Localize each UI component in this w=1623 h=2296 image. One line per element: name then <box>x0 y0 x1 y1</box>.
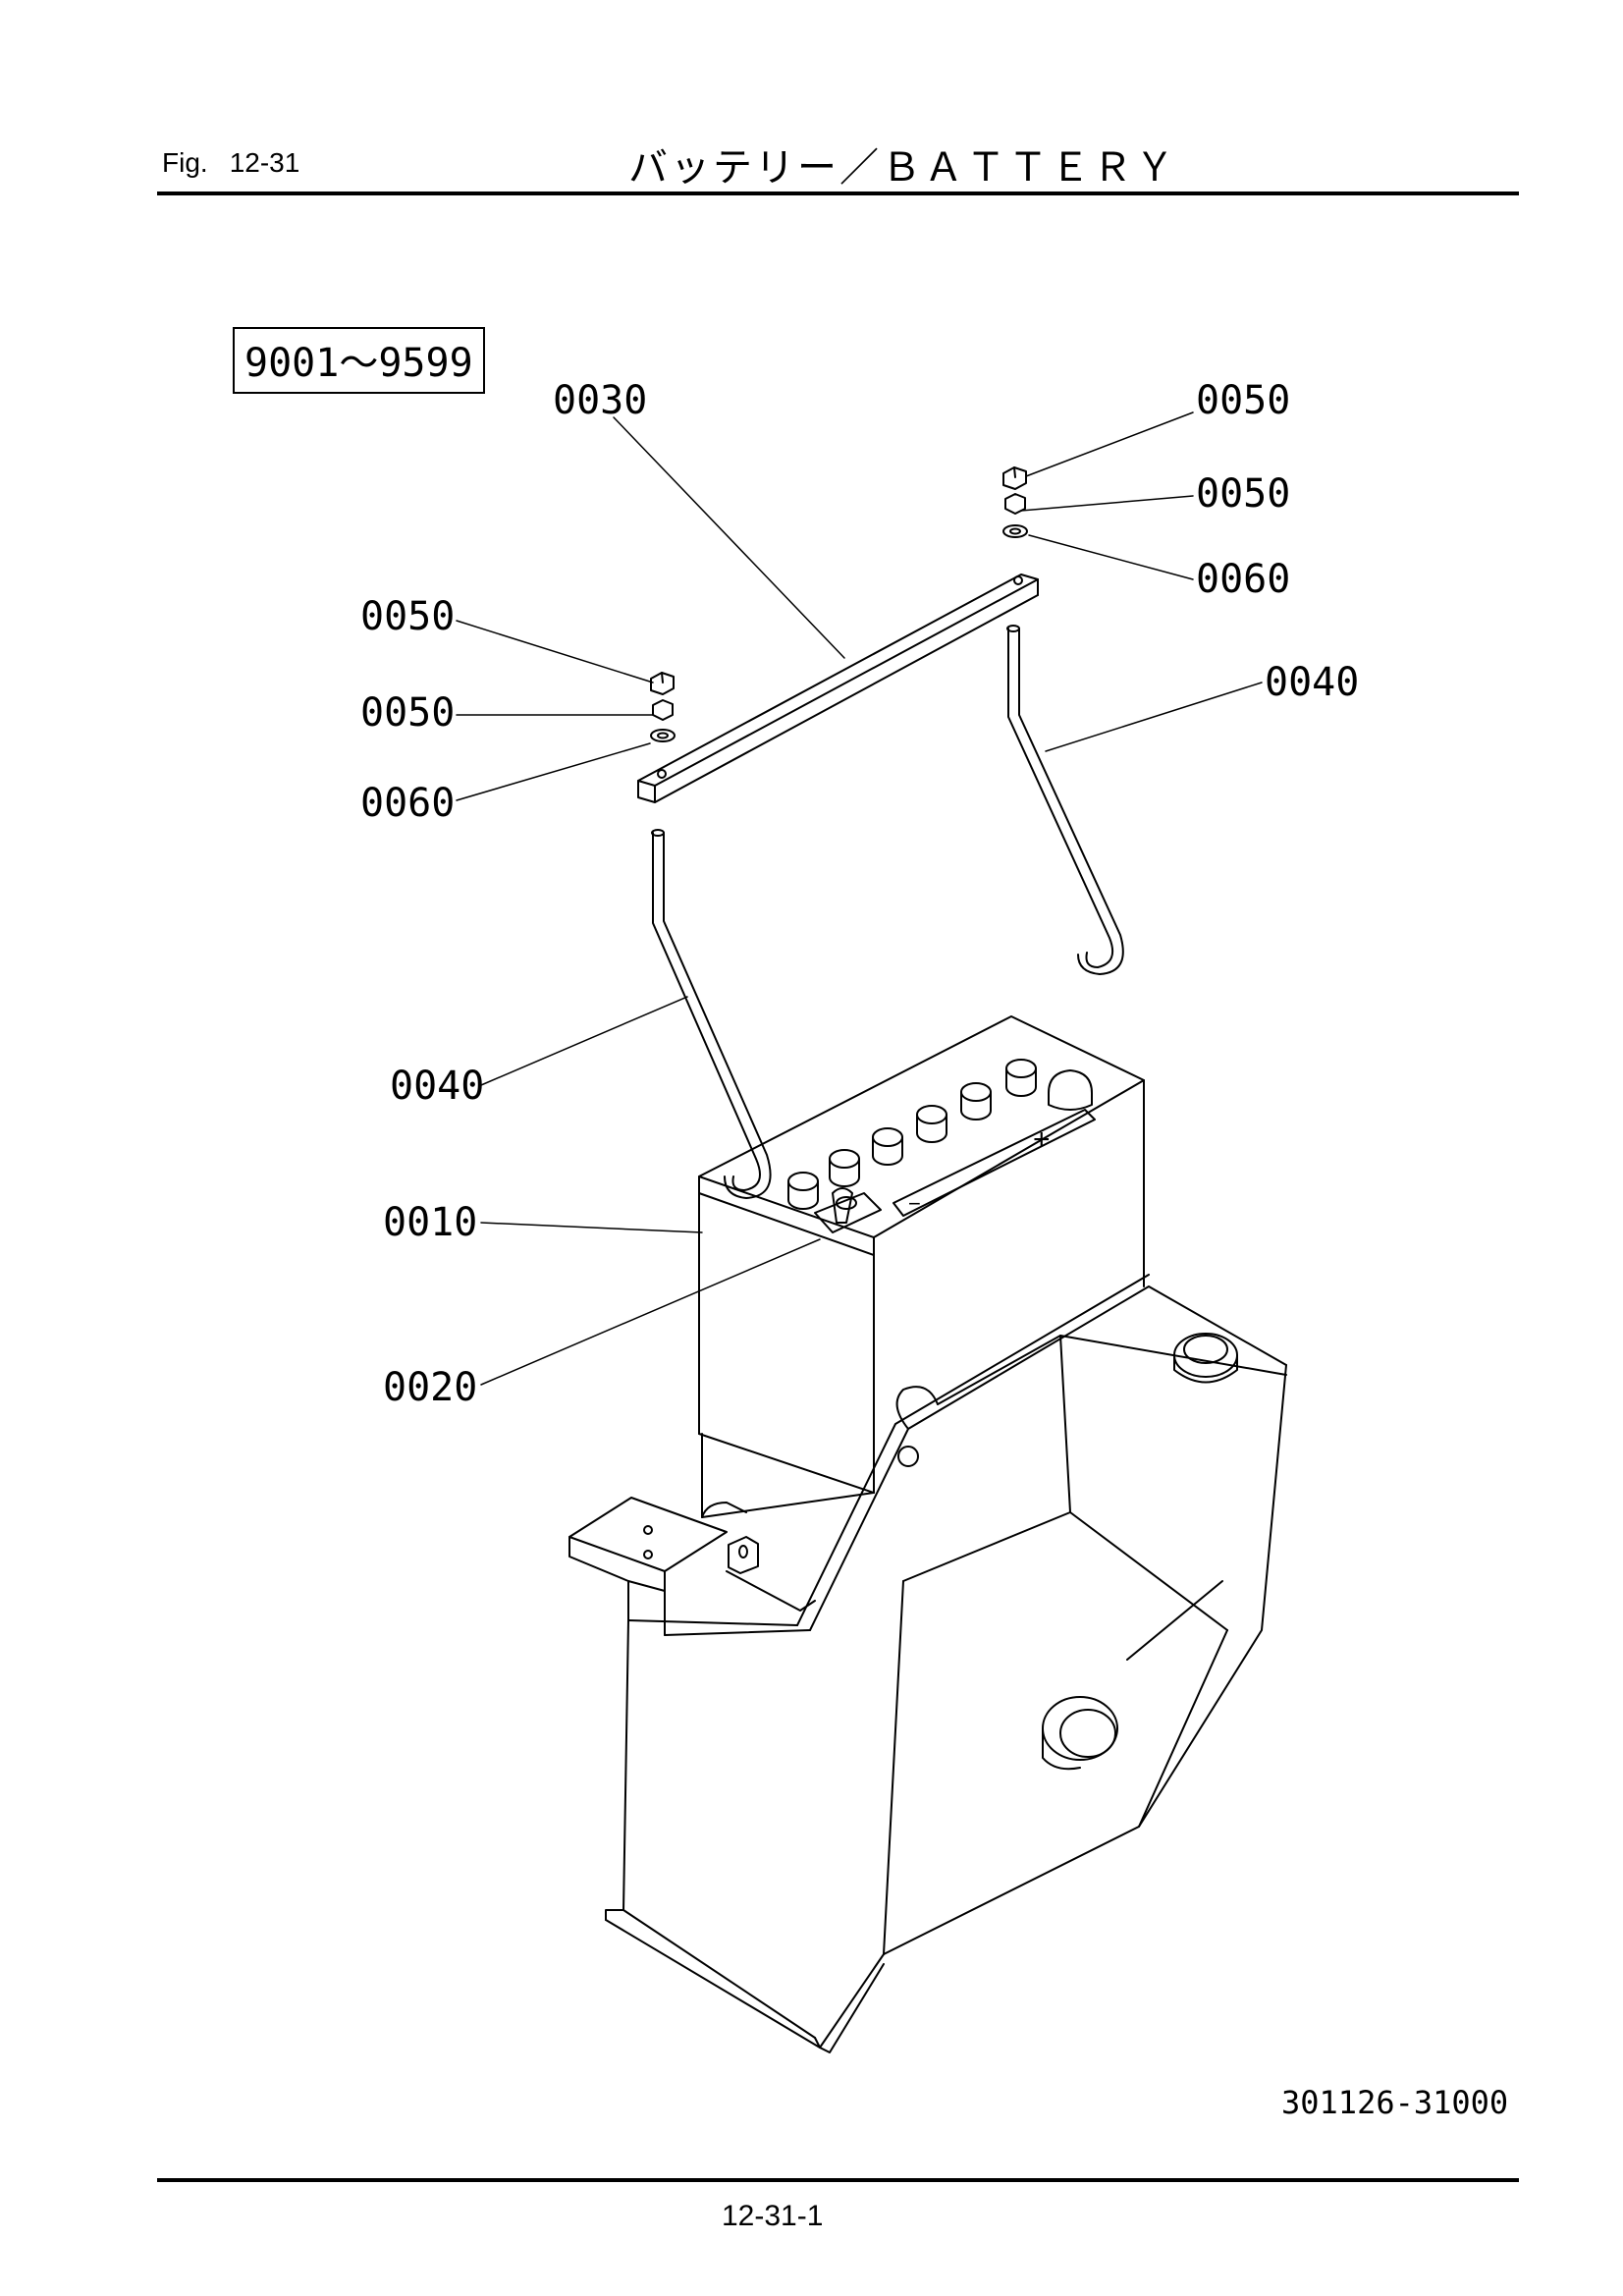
callout-0050-left-mid: 0050 <box>360 690 456 736</box>
callout-0050-left-top: 0050 <box>360 594 456 639</box>
callout-0010: 0010 <box>383 1200 478 1245</box>
j-bolt-right <box>1007 626 1123 974</box>
callout-0040-right: 0040 <box>1265 660 1360 705</box>
callout-0030: 0030 <box>553 378 648 423</box>
header-rule <box>157 191 1519 195</box>
fig-prefix: Fig. <box>162 147 208 178</box>
figure-label: Fig. 12-31 <box>162 147 299 179</box>
callout-0040-left: 0040 <box>390 1064 485 1109</box>
callout-0050-right-mid: 0050 <box>1196 471 1291 517</box>
housing-body <box>606 1275 1286 2052</box>
terminal-clamp <box>815 1188 881 1232</box>
battery-cell-caps <box>788 1060 1092 1209</box>
callout-0020: 0020 <box>383 1365 478 1410</box>
chassis-frame <box>569 1434 874 1635</box>
drawing-number: 301126-31000 <box>1281 2084 1509 2121</box>
serial-range-box: 9001～9599 <box>233 327 485 394</box>
right-nut-washer-stack <box>1003 467 1027 537</box>
footer-rule <box>157 2178 1519 2182</box>
callout-0050-right-top: 0050 <box>1196 378 1291 423</box>
battery: − + <box>699 1016 1144 1493</box>
svg-text:−: − <box>908 1191 921 1216</box>
leader-lines <box>457 412 1262 1385</box>
page-number: 12-31-1 <box>722 2200 824 2232</box>
left-nut-washer-stack <box>651 673 675 741</box>
svg-text:+: + <box>1033 1123 1051 1156</box>
callout-0060-right: 0060 <box>1196 557 1291 602</box>
j-bolt-left <box>652 830 771 1198</box>
fig-number: 12-31 <box>229 147 300 178</box>
page-title: バッテリー／ＢＡＴＴＥＲＹ <box>628 146 1177 190</box>
callout-0060-left: 0060 <box>360 781 456 826</box>
hold-down-bar <box>638 574 1038 802</box>
